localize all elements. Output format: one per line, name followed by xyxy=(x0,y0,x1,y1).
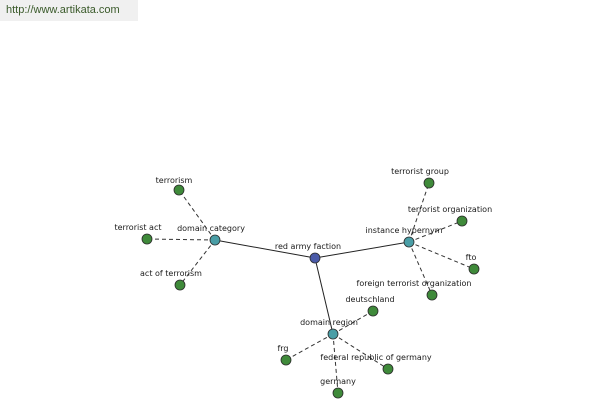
node-label-terrorism[interactable]: terrorism xyxy=(156,176,193,185)
node-federal-republic-of-germany[interactable] xyxy=(382,363,394,375)
edge-root-to-domain-region xyxy=(314,257,334,335)
edge-domain-category-to-act-of-terrorism xyxy=(179,239,216,286)
edge-root-to-domain-category xyxy=(214,239,316,259)
node-domain-category[interactable] xyxy=(209,234,221,246)
node-label-root[interactable]: red army faction xyxy=(275,242,341,251)
node-label-germany[interactable]: germany xyxy=(320,377,356,386)
nodes-layer xyxy=(141,177,480,399)
node-label-federal-republic-of-germany[interactable]: federal republic of germany xyxy=(320,353,432,362)
node-label-terrorist-act[interactable]: terrorist act xyxy=(114,223,161,232)
edge-root-to-instance-hypernym xyxy=(314,241,410,259)
edge-instance-hypernym-to-terrorist-group xyxy=(408,182,430,243)
node-terrorist-group[interactable] xyxy=(423,177,435,189)
edge-domain-category-to-terrorist-act xyxy=(146,238,216,241)
node-root[interactable] xyxy=(309,252,321,264)
edge-instance-hypernym-to-foreign-terrorist-organization xyxy=(408,241,433,296)
node-label-domain-category[interactable]: domain category xyxy=(177,224,245,233)
edge-domain-region-to-federal-republic-of-germany xyxy=(332,333,389,370)
node-label-terrorist-organization[interactable]: terrorist organization xyxy=(408,205,492,214)
node-label-fto[interactable]: fto xyxy=(466,253,477,262)
node-instance-hypernym[interactable] xyxy=(403,236,415,248)
site-url-link[interactable]: http://www.artikata.com xyxy=(0,0,138,21)
node-label-foreign-terrorist-organization[interactable]: foreign terrorist organization xyxy=(357,279,472,288)
node-label-deutschland[interactable]: deutschland xyxy=(345,295,394,304)
edge-domain-region-to-germany xyxy=(332,333,339,394)
node-domain-region[interactable] xyxy=(327,328,339,340)
node-foreign-terrorist-organization[interactable] xyxy=(426,289,438,301)
edge-domain-region-to-frg xyxy=(285,333,334,361)
edge-domain-region-to-deutschland xyxy=(332,310,374,335)
edges-layer xyxy=(146,182,475,394)
node-label-domain-region[interactable]: domain region xyxy=(300,318,358,327)
node-fto[interactable] xyxy=(468,263,480,275)
node-label-act-of-terrorism[interactable]: act of terrorism xyxy=(140,269,202,278)
node-terrorist-organization[interactable] xyxy=(456,215,468,227)
edge-instance-hypernym-to-fto xyxy=(408,241,475,270)
node-label-frg[interactable]: frg xyxy=(277,344,288,353)
labels-layer: red army faction domain category instance … xyxy=(114,167,492,386)
edge-domain-category-to-terrorism xyxy=(178,189,216,241)
node-terrorist-act[interactable] xyxy=(141,233,153,245)
node-frg[interactable] xyxy=(280,354,292,366)
node-label-instance-hypernym[interactable]: instance hypernym xyxy=(366,226,443,235)
edge-instance-hypernym-to-terrorist-organization xyxy=(408,220,463,243)
node-act-of-terrorism[interactable] xyxy=(174,279,186,291)
node-label-terrorist-group[interactable]: terrorist group xyxy=(391,167,449,176)
node-deutschland[interactable] xyxy=(367,305,379,317)
node-terrorism[interactable] xyxy=(173,184,185,196)
node-germany[interactable] xyxy=(332,387,344,399)
